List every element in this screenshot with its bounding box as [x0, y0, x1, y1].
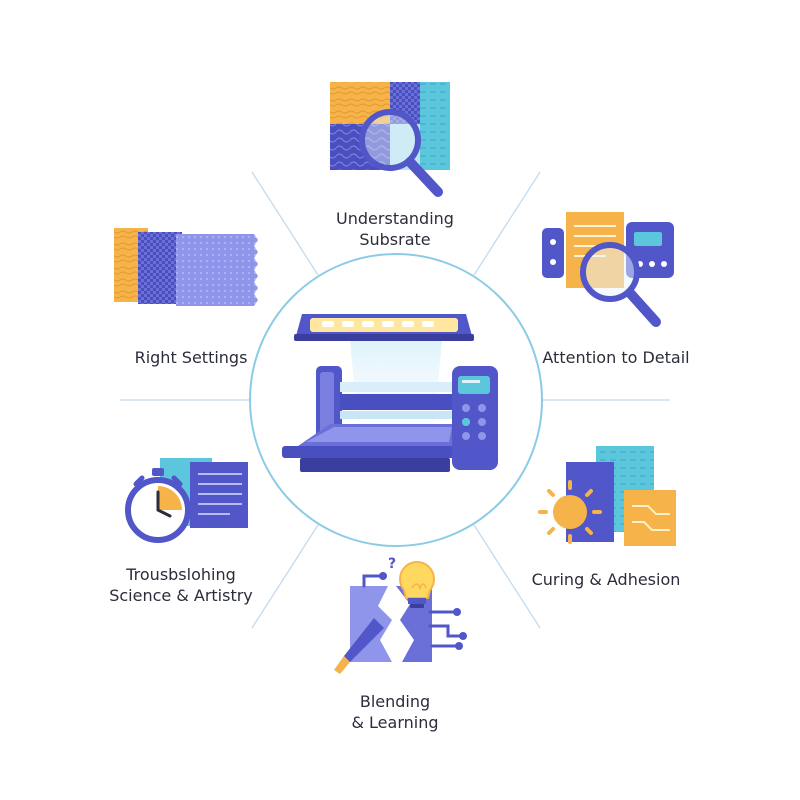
connector-bottom-left	[251, 524, 319, 629]
label-right-line1: Attention to Detail	[542, 348, 690, 367]
label-troubleshooting: Trousbslohing Science & Artistry	[86, 564, 276, 606]
uv-flatbed-printer-icon	[282, 314, 498, 472]
uv-sun-sheets-icon	[538, 446, 676, 546]
label-understanding-substrate: Understanding Subsrate	[290, 208, 500, 250]
connector-top-left	[251, 171, 319, 276]
connector-lines	[120, 171, 670, 629]
label-top-line1: Understanding	[336, 209, 454, 228]
connector-bottom-right	[473, 524, 541, 629]
label-top-line2: Subsrate	[359, 230, 431, 249]
stopwatch-document-icon	[125, 458, 248, 543]
label-lleft-line1: Trousbslohing	[126, 565, 236, 584]
label-lleft-line2: Science & Artistry	[109, 586, 253, 605]
substrate-magnifier-icon	[330, 82, 450, 197]
lightbulb-brush-circuit-icon: ?	[334, 556, 467, 674]
label-bottom-line2: & Learning	[351, 713, 439, 732]
label-curing-adhesion: Curing & Adhesion	[506, 569, 706, 590]
label-left-line1: Right Settings	[134, 348, 248, 367]
svg-text:?: ?	[388, 556, 396, 572]
label-bottom-line1: Blending	[359, 692, 431, 711]
material-swatches-icon	[114, 228, 258, 306]
label-blending-learning: Blending & Learning	[300, 691, 490, 733]
inspect-print-magnifier-icon	[542, 212, 674, 327]
label-attention-to-detail: Attention to Detail	[516, 347, 716, 368]
label-right-settings: Right Settings	[96, 347, 286, 368]
label-lright-line1: Curing & Adhesion	[531, 570, 681, 589]
connector-top-right	[473, 171, 541, 276]
